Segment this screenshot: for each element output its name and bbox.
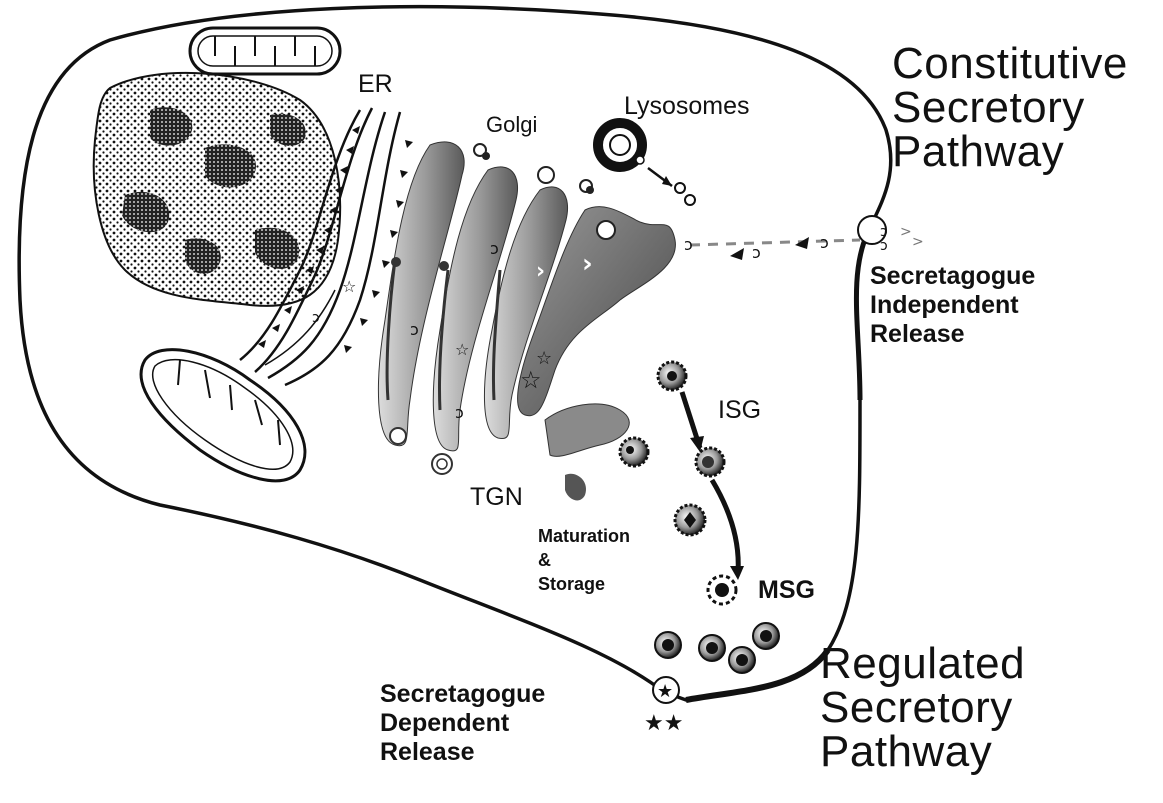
maturation-line-2: &: [538, 548, 630, 572]
release-star-icon: ★: [657, 681, 673, 702]
constitutive-line-1: Constitutive: [892, 42, 1128, 86]
nucleus: [94, 73, 340, 306]
isg-label: ISG: [718, 396, 761, 425]
constitutive-pathway-title: Constitutive Secretory Pathway: [892, 42, 1128, 174]
independent-line-2: Independent: [870, 291, 1035, 320]
lysosome: [598, 123, 695, 205]
dependent-line-3: Release: [380, 738, 545, 767]
svg-text:>: >: [912, 234, 924, 250]
golgi-label: Golgi: [486, 112, 537, 138]
mature-granules: ★ ★★: [644, 623, 779, 736]
svg-text:ↄ: ↄ: [752, 243, 761, 262]
constitutive-line-3: Pathway: [892, 130, 1128, 174]
svg-text:›: ›: [582, 249, 593, 279]
mitochondrion-top: [190, 28, 340, 74]
svg-text:ↄ: ↄ: [684, 235, 693, 254]
svg-text:ↄ: ↄ: [820, 233, 829, 252]
dependent-line-2: Dependent: [380, 709, 545, 738]
svg-text:☆: ☆: [455, 340, 469, 359]
svg-text:ↄ: ↄ: [880, 238, 888, 254]
regulated-line-3: Pathway: [820, 730, 1025, 774]
svg-text:☆: ☆: [520, 366, 542, 394]
dependent-line-1: Secretagogue: [380, 680, 545, 709]
regulated-line-2: Secretory: [820, 686, 1025, 730]
tgn-label: TGN: [470, 483, 523, 512]
maturation-storage-label: Maturation & Storage: [538, 524, 630, 596]
constitutive-route: ↄ ↄ ↄ ↄ ↄ > >: [684, 216, 924, 262]
er-label: ER: [358, 70, 393, 99]
dependent-release-label: Secretagogue Dependent Release: [380, 680, 545, 767]
svg-text:ↄ: ↄ: [490, 239, 499, 258]
msg-label: MSG: [758, 576, 815, 605]
er-star-icon: ☆: [342, 277, 356, 296]
constitutive-line-2: Secretory: [892, 86, 1128, 130]
regulated-line-1: Regulated: [820, 642, 1025, 686]
independent-line-1: Secretagogue: [870, 262, 1035, 291]
maturation-line-1: Maturation: [538, 524, 630, 548]
independent-release-label: Secretagogue Independent Release: [870, 262, 1035, 349]
svg-text:ↄ: ↄ: [410, 320, 419, 339]
maturation-line-3: Storage: [538, 572, 630, 596]
lysosomes-label: Lysosomes: [624, 92, 750, 121]
svg-text:ↄ: ↄ: [455, 403, 464, 422]
er-cargo-icon: ↄ: [312, 310, 320, 326]
independent-line-3: Release: [870, 320, 1035, 349]
released-star-icon: ★★: [644, 711, 683, 736]
svg-text:›: ›: [536, 259, 545, 284]
regulated-pathway-title: Regulated Secretory Pathway: [820, 642, 1025, 774]
svg-text:>: >: [900, 224, 912, 240]
